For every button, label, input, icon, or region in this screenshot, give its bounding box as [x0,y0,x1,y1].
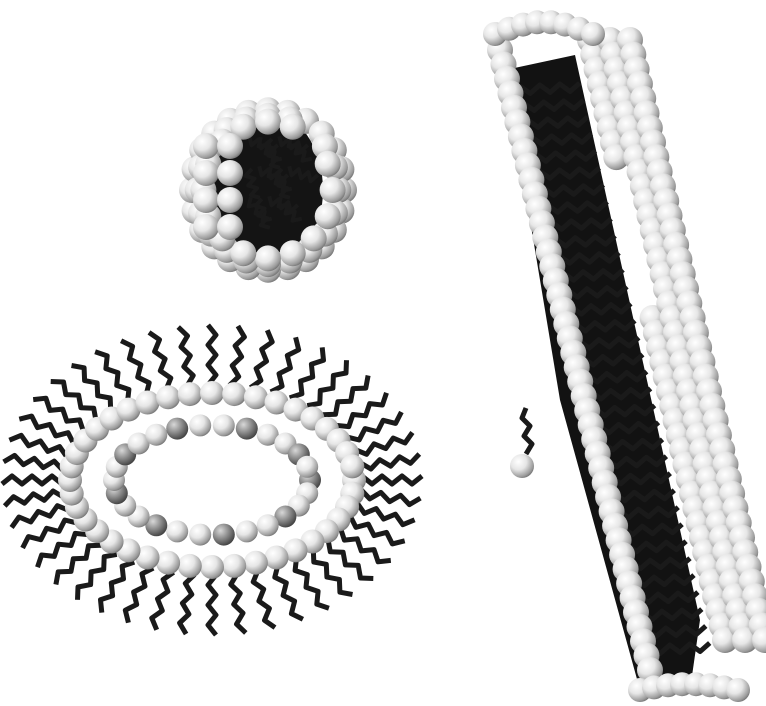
headgroup-bead [178,554,202,578]
alkyl-tail [357,503,415,525]
alkyl-tail [271,337,299,392]
headgroup-bead [178,382,202,406]
alkyl-tail [229,326,244,385]
headgroup-bead [145,424,167,446]
headgroup-bead [222,554,246,578]
headgroup-bead [230,240,256,266]
headgroup-bead [213,414,235,436]
alkyl-tail [125,568,153,623]
headgroup-bead [217,187,243,213]
headgroup-bead [236,418,258,440]
headgroup-bead [189,524,211,546]
single-molecule-head [510,454,534,478]
alkyl-tail [51,382,96,421]
ring-headgroups [58,381,366,579]
alkyl-tail [231,574,246,633]
headgroup-bead [213,524,235,546]
headgroup-bead [244,385,268,409]
alkyl-tail [180,575,195,634]
headgroup-bead [193,160,219,186]
headgroup-bead [222,382,246,406]
alkyl-tail [38,533,89,567]
alkyl-tail [323,376,368,415]
headgroup-bead [255,245,281,271]
alkyl-tail [72,366,111,411]
single-surfactant-molecule [510,408,534,478]
headgroup-bead [296,456,318,478]
alkyl-tail [250,330,272,388]
headgroup-bead [156,385,180,409]
alkyl-tail [178,327,193,386]
alkyl-tail [360,454,419,469]
headgroup-bead [166,520,188,542]
headgroup-bead [320,177,346,203]
alkyl-tail [2,476,62,484]
alkyl-tail [5,491,64,506]
alkyl-tail [253,570,275,628]
headgroup-bead [280,114,306,140]
headgroup-bead [236,520,258,542]
headgroup-bead [255,109,281,135]
headgroup-bead [726,678,750,702]
alkyl-tail [208,325,216,385]
headgroup-bead [244,551,268,575]
alkyl-tail [362,476,422,484]
headgroup-bead [136,391,160,415]
headgroup-bead [217,133,243,159]
headgroup-bead [193,214,219,240]
reverse-vesicle-ring [2,325,422,635]
alkyl-tail [4,455,63,470]
headgroup-bead [200,555,224,579]
alkyl-tail [152,572,174,630]
headgroup-bead [193,187,219,213]
headgroup-bead [340,454,364,478]
headgroup-bead [315,151,341,177]
headgroup-bead [581,22,605,46]
cylindrical-micelle [483,10,766,702]
headgroup-bead [217,160,243,186]
single-molecule-tail [522,408,532,454]
headgroup-bead [166,418,188,440]
spherical-micelle [179,97,357,283]
headgroup-bead [265,546,289,570]
headgroup-bead [301,225,327,251]
headgroup-bead [193,133,219,159]
alkyl-tail [56,545,101,584]
headgroup-bead [200,381,224,405]
headgroup-bead [217,214,243,240]
headgroup-bead [156,551,180,575]
alkyl-tail [361,490,420,505]
alkyl-tail [149,332,171,390]
headgroup-bead [280,240,306,266]
alkyl-tail [9,435,67,457]
alkyl-tail [208,575,216,635]
alkyl-tail [336,393,387,427]
headgroup-bead [315,203,341,229]
headgroup-bead [257,514,279,536]
alkyl-tail [313,549,352,594]
alkyl-tail [328,539,373,578]
headgroup-bead [189,414,211,436]
